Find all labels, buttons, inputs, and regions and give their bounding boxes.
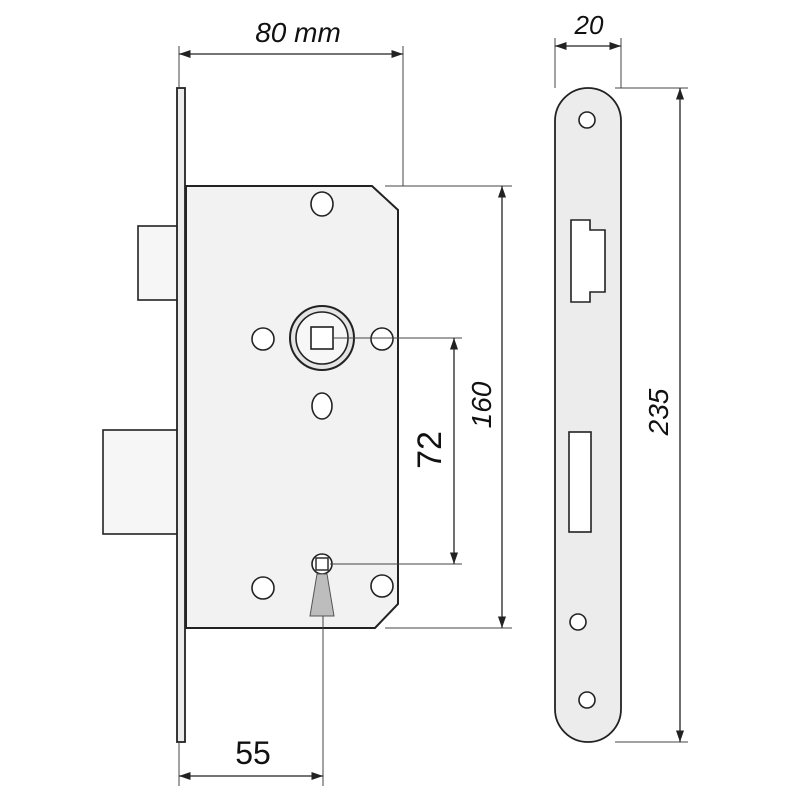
label-body-height: 160 — [466, 381, 497, 428]
keyhole-slot — [309, 573, 335, 617]
faceplate-front-view — [554, 87, 622, 743]
keyhole-square — [315, 557, 329, 571]
label-key-offset: 55 — [235, 735, 271, 771]
faceplate — [554, 87, 622, 743]
label-backset: 80 mm — [255, 17, 341, 48]
dimension-labels: 80 mm 20 235 160 72 55 — [235, 10, 674, 771]
latch-bolt — [137, 225, 179, 301]
faceplate-screw-mid — [569, 613, 587, 631]
latch-opening — [570, 219, 606, 303]
lock-case — [185, 185, 399, 629]
spindle-square — [310, 326, 334, 350]
label-handle-to-key: 72 — [411, 431, 449, 469]
bolt-opening — [568, 431, 592, 533]
faceplate-screw-top — [578, 111, 596, 129]
screw-hole-left — [251, 327, 275, 351]
screw-hole-right — [370, 327, 394, 351]
screw-hole-bottom-left — [251, 576, 275, 600]
faceplate-screw-bottom — [578, 691, 596, 709]
screw-hole-bottom-right — [370, 574, 394, 598]
screw-hole-center — [311, 392, 333, 420]
label-faceplate-width: 20 — [574, 10, 604, 40]
screw-hole-top — [310, 191, 334, 217]
forend-plate — [176, 87, 186, 743]
dead-bolt — [102, 429, 179, 535]
dimension-lines — [179, 41, 685, 781]
lock-side-view — [102, 87, 399, 743]
label-faceplate-height: 235 — [643, 388, 674, 436]
